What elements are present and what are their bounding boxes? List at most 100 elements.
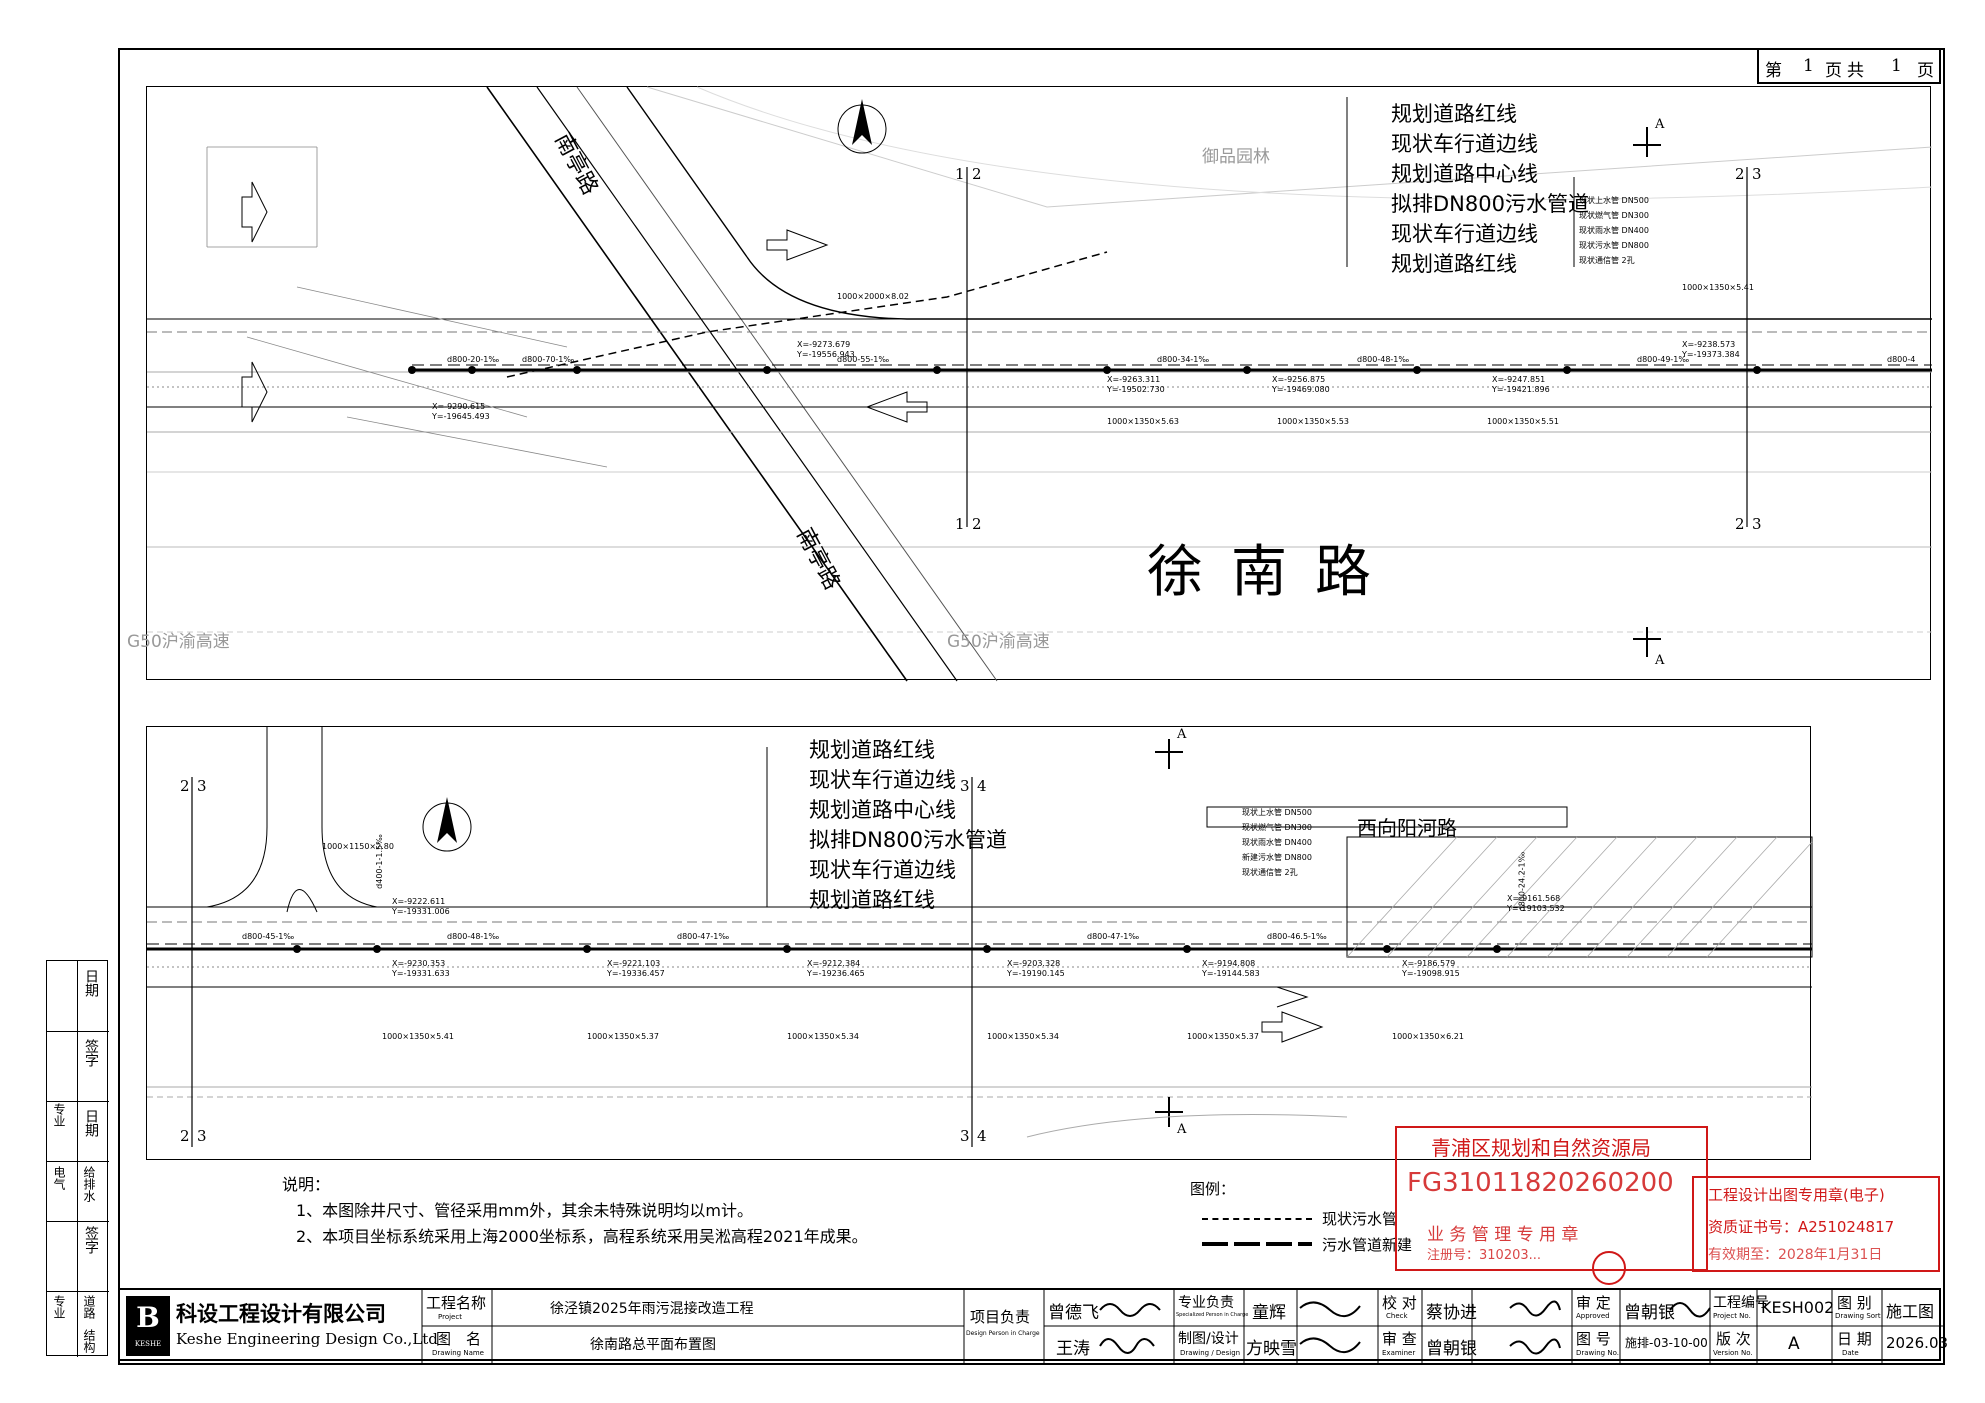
coord-label: Y=-19556.943 [797, 350, 855, 359]
side-major: 专业 [52, 1103, 66, 1127]
leader-name-1: 曾德飞 [1048, 1303, 1099, 1323]
section-mark: 2 [1735, 165, 1745, 183]
legend-item: 规划道路红线 [809, 888, 935, 912]
chamber-label: 1000×1350×5.51 [1487, 417, 1559, 426]
coord-label: X=-9194.808 [1202, 959, 1256, 968]
pipe-legend-item: 现状燃气管 DN300 [1242, 823, 1312, 832]
spec-label: 专业负责 [1178, 1295, 1234, 1311]
side-sign-2: 签字 [83, 1226, 99, 1254]
new-sewer-line [1202, 1242, 1312, 1246]
side-road: 道路 [82, 1295, 96, 1319]
total-unit: 页 [1917, 61, 1934, 81]
coord-label: X=-9290.615 [432, 402, 486, 411]
side-electric: 电气 [52, 1166, 66, 1190]
section-mark: 3 [960, 1127, 970, 1145]
pipe-label: d800-45-1‰ [242, 932, 295, 941]
top-plan-view: 徐南路 南亭路 南亭路 G50沪渝高速 G50沪渝高速 御品园林 规划道路红线 … [127, 86, 1933, 682]
coord-label: X=-9256.875 [1272, 375, 1326, 384]
approve-label-en: Approved [1576, 1312, 1610, 1320]
company-logo: B KESHE [126, 1296, 170, 1356]
leader-name-2: 王涛 [1056, 1339, 1090, 1359]
page-number-box: 第 1 页 共 1 页 [1757, 48, 1941, 84]
legend-item: 现状车行道边线 [809, 858, 956, 882]
draw-label: 制图/设计 [1178, 1331, 1239, 1347]
pipe-legend-item: 新建污水管 DN800 [1242, 853, 1312, 862]
coord-label: Y=-19098.915 [1402, 969, 1460, 978]
legend-item: 规划道路红线 [1391, 102, 1517, 126]
top-pipe-legend: 现状上水管 DN500 现状燃气管 DN300 现状雨水管 DN400 现状污水… [1579, 193, 1649, 268]
coord-label: X=-9247.851 [1492, 375, 1546, 384]
title-block: B KESHE 科设工程设计有限公司 Keshe Engineering Des… [118, 1288, 1948, 1363]
section-mark: 2 [1735, 515, 1745, 533]
section-a-mark: A [1655, 117, 1665, 132]
coord-label: Y=-19421.896 [1492, 385, 1550, 394]
reg-no: 注册号：310203... [1427, 1248, 1542, 1263]
examine-name: 曾朝银 [1426, 1339, 1477, 1359]
spec-name: 童辉 [1252, 1303, 1286, 1323]
legend-item: 现状车行道边线 [1391, 222, 1538, 246]
bottom-pipe-legend: 现状上水管 DN500 现状燃气管 DN300 现状雨水管 DN400 新建污水… [1242, 805, 1312, 880]
section-mark: 4 [977, 1127, 987, 1145]
highway-right: G50沪渝高速 [947, 632, 1050, 652]
check-label-en: Check [1386, 1312, 1408, 1320]
date-label: 日 期 [1837, 1330, 1872, 1348]
cert-stamp-title: 工程设计出图专用章(电子) [1708, 1186, 1885, 1204]
coord-label: Y=-19502.730 [1107, 385, 1165, 394]
bottom-plan-view: 西向阳河路 规划道路红线 现状车行道边线 规划道路中心线 拟排DN800污水管道… [146, 726, 1813, 1160]
existing-sewer-line [1202, 1218, 1312, 1220]
coord-label: Y=-19144.583 [1202, 969, 1260, 978]
date-label-en: Date [1842, 1349, 1859, 1357]
bureau-code: FG31011820260200 [1407, 1168, 1674, 1198]
highway-left: G50沪渝高速 [127, 632, 230, 652]
side-major-2: 专业 [52, 1295, 66, 1319]
section-mark: 2 [972, 515, 982, 533]
check-name: 蔡协进 [1426, 1303, 1477, 1323]
pipe-label: d800-49-1‰ [1637, 355, 1690, 364]
coord-label: Y=-19190.145 [1007, 969, 1065, 978]
notes-title: 说明： [282, 1175, 331, 1194]
cert-number: 资质证书号：A251024817 [1708, 1218, 1895, 1236]
chamber-label: 1000×1350×5.37 [587, 1032, 659, 1041]
sheet-label: 图 别 [1837, 1294, 1872, 1312]
section-a-mark: A [1655, 653, 1665, 668]
section-a-mark: A [1177, 1122, 1187, 1137]
section-a-mark: A [1177, 727, 1187, 742]
pipe-label: d800-46.5-1‰ [1267, 932, 1327, 941]
drawing-label-en: Drawing Name [432, 1349, 484, 1357]
legend-item: 现状车行道边线 [809, 768, 956, 792]
notes-block: 说明： 1、本图除井尺寸、管径采用mm外，其余未特殊说明均以m计。 2、本项目坐… [282, 1172, 868, 1250]
page-unit: 页 [1825, 61, 1842, 81]
pipe-label: d800-20-1‰ [447, 355, 500, 364]
coord-label: X=-9221.103 [607, 959, 661, 968]
chamber-label: 1000×1350×5.41 [382, 1032, 454, 1041]
pipe-label: d800-48-1‰ [1357, 355, 1410, 364]
chamber-label: 1000×1150×2.80 [322, 842, 394, 851]
project-label-en: Project [438, 1313, 462, 1321]
coord-label: Y=-19103.532 [1507, 904, 1565, 913]
coord-label: Y=-19331.006 [392, 907, 450, 916]
approve-label: 审 定 [1576, 1294, 1611, 1312]
pipe-label: d800-47-1‰ [677, 932, 730, 941]
project-no: KESH002 [1761, 1298, 1835, 1317]
signatures [1099, 1300, 1711, 1355]
page-label: 第 [1765, 61, 1782, 81]
note-item: 1、本图除井尺寸、管径采用mm外，其余未特殊说明均以m计。 [296, 1201, 753, 1220]
bottom-legend: 规划道路红线 现状车行道边线 规划道路中心线 拟排DN800污水管道 现状车行道… [809, 735, 1007, 915]
project-name: 徐泾镇2025年雨污混接改造工程 [550, 1301, 754, 1317]
sheet-label-en: Drawing Sort [1835, 1312, 1881, 1320]
total-label: 共 [1847, 61, 1864, 81]
pipe-legend-item: 现状污水管 DN800 [1579, 241, 1649, 250]
cert-valid: 有效期至：2028年1月31日 [1708, 1247, 1883, 1263]
spec-label-en: Specialized Person in Charge [1176, 1312, 1249, 1318]
side-structure: 结构 [82, 1329, 96, 1353]
pipe-label: d800-55-1‰ [837, 355, 890, 364]
coord-label: X=-9230.353 [392, 959, 446, 968]
drawing-frame [118, 48, 1945, 1365]
chamber-label: 1000×1350×5.53 [1277, 417, 1349, 426]
bottom-road-name: 西向阳河路 [1357, 816, 1457, 840]
side-sign-1: 签字 [83, 1039, 99, 1067]
chamber-label: 1000×1350×6.21 [1392, 1032, 1464, 1041]
version: A [1788, 1334, 1800, 1354]
coord-label: X=-9203.328 [1007, 959, 1061, 968]
coord-label: X=-9222.611 [392, 897, 446, 906]
